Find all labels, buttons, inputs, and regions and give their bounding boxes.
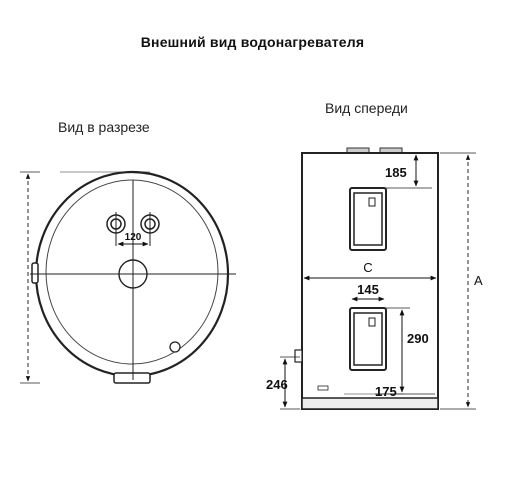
- side-bracket: [31, 262, 39, 284]
- bottom-foot: [113, 372, 151, 384]
- side-fitting: [294, 349, 303, 363]
- side-height-dimension: 246: [266, 377, 288, 392]
- tank-inner-shell: [45, 179, 219, 365]
- section-view: 120: [20, 170, 236, 384]
- height-dimension: A: [474, 273, 483, 288]
- panel-width-dimension: 145: [357, 282, 379, 297]
- front-view: 185 C 145 290 175 246 A: [266, 147, 483, 410]
- bottom-band: [301, 397, 439, 410]
- front-view-label: Вид спереди: [325, 100, 408, 116]
- section-view-label: Вид в разрезе: [58, 119, 150, 135]
- pipe-spacing-dimension: 120: [125, 232, 142, 243]
- width-dimension: C: [363, 260, 372, 275]
- panel-height-dimension: 290: [407, 331, 429, 346]
- top-to-panel-dimension: 185: [385, 165, 407, 180]
- bottom-offset-dimension: 175: [375, 384, 397, 399]
- drain-port: [169, 341, 181, 353]
- page-title: Внешний вид водонагревателя: [140, 34, 365, 50]
